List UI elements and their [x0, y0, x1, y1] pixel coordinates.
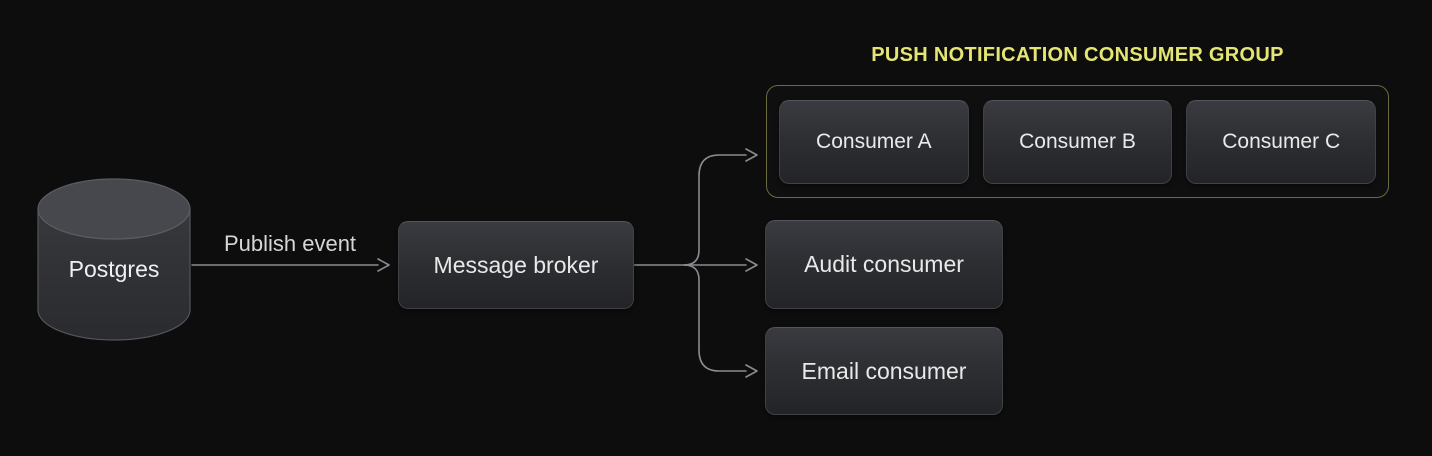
- consumer-group-arrowhead-icon: [745, 148, 758, 162]
- audit-arrowhead-icon: [745, 258, 758, 272]
- consumer-group-title: PUSH NOTIFICATION CONSUMER GROUP: [871, 44, 1284, 66]
- consumer-a-label: Consumer A: [816, 130, 932, 153]
- message-broker-node: Message broker: [398, 221, 634, 309]
- email-consumer-label: Email consumer: [801, 357, 967, 384]
- audit-consumer-node: Audit consumer: [765, 220, 1003, 309]
- audit-consumer-label: Audit consumer: [804, 251, 964, 277]
- consumer-a-node: Consumer A: [779, 100, 969, 184]
- consumer-b-node: Consumer B: [982, 100, 1173, 184]
- postgres-node-label: Postgres: [68, 256, 160, 282]
- publish-event-label: Publish event: [223, 231, 357, 256]
- consumer-b-label: Consumer B: [1019, 130, 1136, 153]
- connector-to-email-consumer: [683, 264, 747, 372]
- connector-to-consumer-group: [683, 154, 747, 266]
- email-consumer-node: Email consumer: [765, 327, 1003, 415]
- email-arrowhead-icon: [745, 364, 758, 378]
- consumer-c-label: Consumer C: [1222, 130, 1341, 153]
- consumer-group-container: Consumer A Consumer B Consumer C: [766, 85, 1389, 198]
- consumer-c-node: Consumer C: [1186, 100, 1377, 184]
- database-cylinder-icon: [37, 178, 191, 341]
- publish-event-arrowhead-icon: [377, 258, 390, 272]
- message-broker-label: Message broker: [433, 251, 599, 278]
